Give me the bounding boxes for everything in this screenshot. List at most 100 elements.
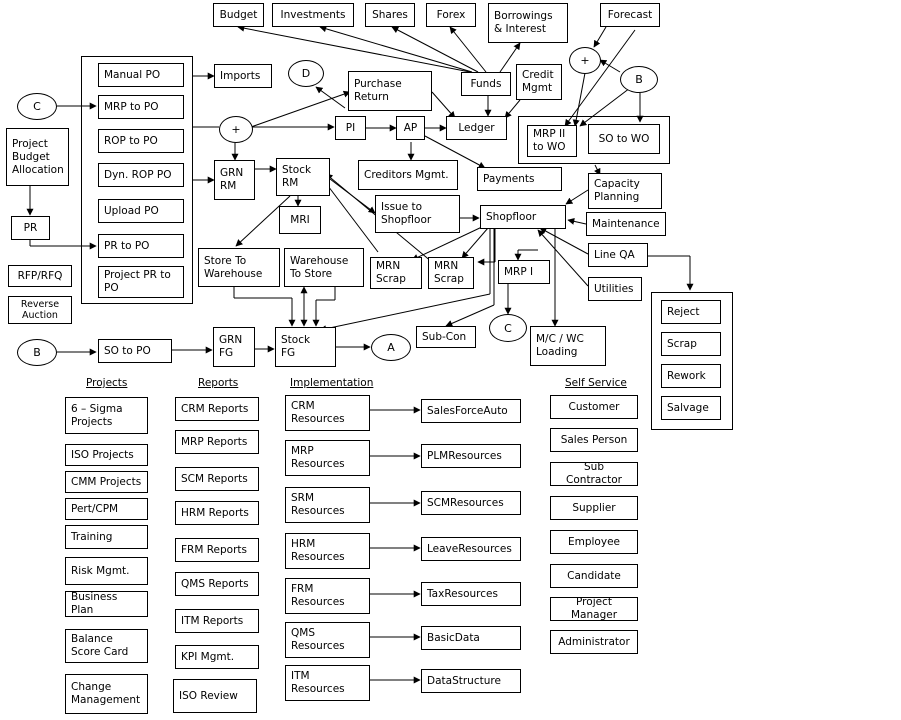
report-item[interactable]: ITM Reports — [175, 609, 259, 633]
credit-mgmt-box[interactable]: Credit Mgmt — [516, 64, 562, 100]
mrp-i-box[interactable]: MRP I — [498, 260, 550, 284]
connector-d: D — [288, 60, 324, 87]
ap-box[interactable]: AP — [396, 116, 425, 140]
forecast-box[interactable]: Forecast — [600, 3, 660, 27]
report-item[interactable]: CRM Reports — [175, 397, 259, 421]
forex-box[interactable]: Forex — [426, 3, 476, 27]
sub-con-box[interactable]: Sub-Con — [416, 326, 476, 348]
project-budget-allocation-box[interactable]: Project Budget Allocation — [6, 128, 69, 186]
connector-a: A — [371, 334, 411, 361]
report-item[interactable]: MRP Reports — [175, 430, 259, 454]
purchase-return-box[interactable]: Purchase Return — [348, 71, 432, 111]
capacity-planning-box[interactable]: Capacity Planning — [588, 173, 662, 209]
implementation-target[interactable]: BasicData — [421, 626, 521, 650]
implementation-module[interactable]: CRM Resources — [285, 395, 370, 431]
implementation-module[interactable]: HRM Resources — [285, 533, 370, 569]
self-service-item[interactable]: Administrator — [550, 630, 638, 654]
mrn-scrap-box-2[interactable]: MRN Scrap — [428, 257, 474, 289]
grn-rm-box[interactable]: GRN RM — [214, 160, 255, 200]
utilities-box[interactable]: Utilities — [588, 277, 642, 301]
report-item[interactable]: HRM Reports — [175, 501, 259, 525]
implementation-target[interactable]: LeaveResources — [421, 537, 521, 561]
reject-box[interactable]: Reject — [661, 300, 721, 324]
salvage-box[interactable]: Salvage — [661, 396, 721, 420]
report-item[interactable]: KPI Mgmt. — [175, 645, 259, 669]
project-item[interactable]: ISO Projects — [65, 444, 148, 466]
implementation-target[interactable]: TaxResources — [421, 582, 521, 606]
connector-b-bottom: B — [17, 339, 57, 366]
mrp2-to-wo-box[interactable]: MRP II to WO — [527, 125, 577, 157]
project-item[interactable]: Pert/CPM — [65, 498, 148, 520]
implementation-target[interactable]: SCMResources — [421, 491, 521, 515]
mri-box[interactable]: MRI — [279, 206, 321, 234]
self-service-item[interactable]: Employee — [550, 530, 638, 554]
implementation-module[interactable]: QMS Resources — [285, 622, 370, 658]
report-item[interactable]: SCM Reports — [175, 467, 259, 491]
self-service-item[interactable]: Supplier — [550, 496, 638, 520]
self-service-item[interactable]: Customer — [550, 395, 638, 419]
rework-box[interactable]: Rework — [661, 364, 721, 388]
pr-box[interactable]: PR — [11, 216, 50, 240]
purchase-order-group — [81, 56, 193, 304]
project-item[interactable]: Change Management — [65, 674, 148, 714]
project-item[interactable]: Training — [65, 525, 148, 549]
mrp-to-po-box[interactable]: MRP to PO — [98, 95, 184, 119]
project-item[interactable]: 6 – Sigma Projects — [65, 397, 148, 434]
mrn-scrap-box-1[interactable]: MRN Scrap — [370, 257, 422, 289]
upload-po-box[interactable]: Upload PO — [98, 199, 184, 223]
project-item[interactable]: CMM Projects — [65, 471, 148, 493]
merge-plus-left: + — [219, 116, 253, 143]
project-item[interactable]: Risk Mgmt. — [65, 557, 148, 585]
implementation-target[interactable]: PLMResources — [421, 444, 521, 468]
line-qa-box[interactable]: Line QA — [588, 243, 648, 267]
payments-box[interactable]: Payments — [477, 167, 562, 191]
connector-b-top: B — [620, 66, 658, 93]
imports-box[interactable]: Imports — [214, 64, 272, 88]
budget-box[interactable]: Budget — [213, 3, 264, 27]
grn-fg-box[interactable]: GRN FG — [213, 327, 255, 367]
store-to-warehouse-box[interactable]: Store To Warehouse — [198, 248, 280, 287]
rop-to-po-box[interactable]: ROP to PO — [98, 129, 184, 153]
scrap-box[interactable]: Scrap — [661, 332, 721, 356]
self-service-item[interactable]: Candidate — [550, 564, 638, 588]
so-to-po-box[interactable]: SO to PO — [98, 339, 172, 363]
implementation-module[interactable]: FRM Resources — [285, 578, 370, 614]
manual-po-box[interactable]: Manual PO — [98, 63, 184, 87]
rfp-rfq-box[interactable]: RFP/RFQ — [8, 265, 72, 287]
investments-box[interactable]: Investments — [272, 3, 354, 27]
self-service-item[interactable]: Sub Contractor — [550, 461, 638, 486]
issue-to-shopfloor-box[interactable]: Issue to Shopfloor — [375, 195, 460, 233]
dyn-rop-po-box[interactable]: Dyn. ROP PO — [98, 163, 184, 187]
project-pr-to-po-box[interactable]: Project PR to PO — [98, 266, 184, 298]
project-item[interactable]: Balance Score Card — [65, 629, 148, 663]
projects-heading: Projects — [86, 377, 128, 389]
report-item[interactable]: FRM Reports — [175, 538, 259, 562]
implementation-target[interactable]: DataStructure — [421, 669, 521, 693]
maintenance-box[interactable]: Maintenance — [586, 212, 666, 236]
shopfloor-box[interactable]: Shopfloor — [480, 205, 566, 229]
warehouse-to-store-box[interactable]: Warehouse To Store — [284, 248, 364, 287]
stock-fg-box[interactable]: Stock FG — [275, 327, 336, 367]
self-service-item[interactable]: Project Manager — [550, 596, 638, 621]
stock-rm-box[interactable]: Stock RM — [276, 158, 330, 196]
report-item[interactable]: ISO Review — [173, 679, 257, 713]
shares-box[interactable]: Shares — [365, 3, 415, 27]
borrowings-box[interactable]: Borrowings & Interest — [488, 3, 568, 43]
self-service-item[interactable]: Sales Person — [550, 428, 638, 452]
pi-box[interactable]: PI — [335, 116, 366, 140]
implementation-module[interactable]: ITM Resources — [285, 665, 370, 701]
mc-wc-loading-box[interactable]: M/C / WC Loading — [530, 326, 606, 366]
reverse-auction-box[interactable]: Reverse Auction — [8, 296, 72, 324]
ledger-box[interactable]: Ledger — [446, 116, 507, 140]
implementation-module[interactable]: MRP Resources — [285, 440, 370, 476]
creditors-mgmt-box[interactable]: Creditors Mgmt. — [358, 160, 458, 190]
qa-group — [651, 292, 733, 430]
implementation-target[interactable]: SalesForceAuto — [421, 399, 521, 423]
implementation-module[interactable]: SRM Resources — [285, 487, 370, 523]
pr-to-po-box[interactable]: PR to PO — [98, 234, 184, 258]
project-item[interactable]: Business Plan — [65, 591, 148, 617]
report-item[interactable]: QMS Reports — [175, 572, 259, 596]
funds-box[interactable]: Funds — [461, 72, 511, 96]
so-to-wo-box[interactable]: SO to WO — [588, 124, 660, 154]
